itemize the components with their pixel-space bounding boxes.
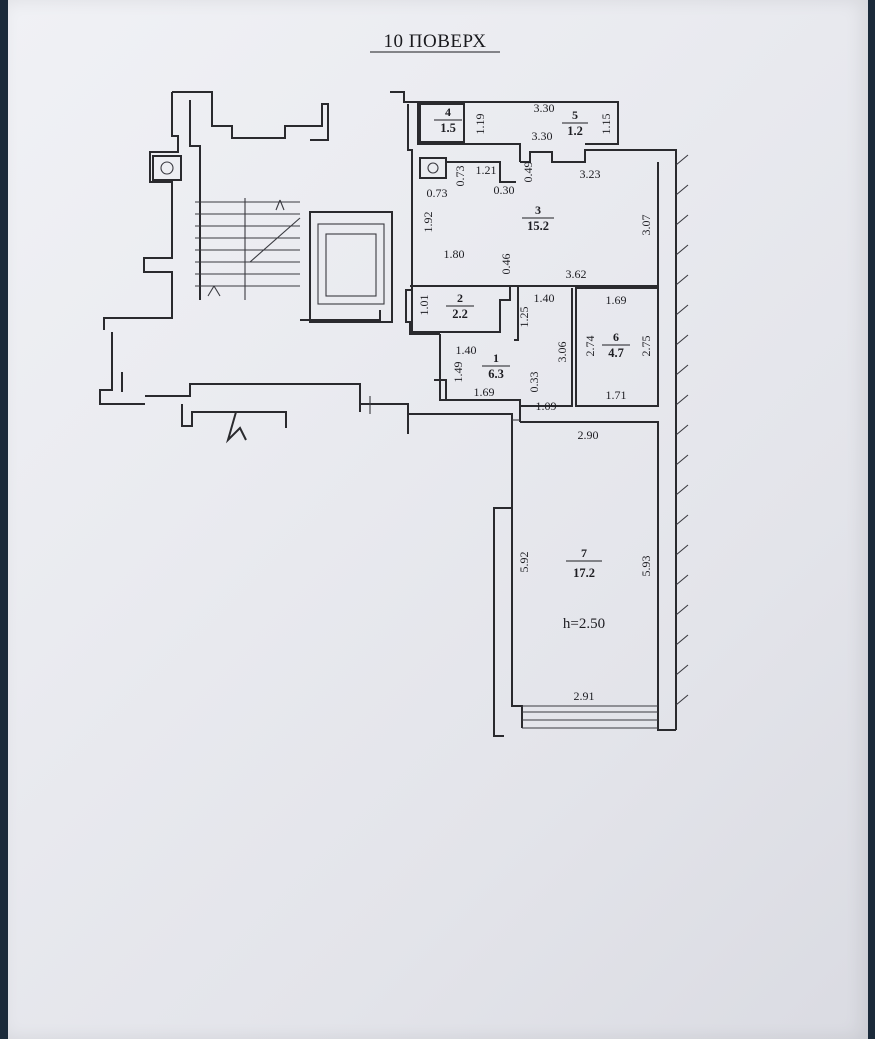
room-7-number: 7: [581, 546, 587, 560]
room-6-number: 6: [613, 330, 619, 344]
room-labels: 4 1.5 5 1.2 3 15.2 2 2.2 1 6.3 6 4.7 7 1…: [434, 105, 630, 632]
page-title: 10 ПОВЕРХ: [384, 31, 487, 52]
dim-1-a: 1.40: [456, 343, 477, 357]
dim-4-right: 1.19: [473, 114, 487, 135]
room-4-area: 1.5: [440, 121, 456, 135]
dim-3-top: 3.23: [580, 167, 601, 181]
dim-1-b: 0.33: [527, 372, 541, 393]
dim-3-e: 0.49: [521, 162, 535, 183]
room-2-area: 2.2: [452, 307, 468, 321]
dim-3-left: 1.92: [421, 212, 435, 233]
room-6-area: 4.7: [608, 346, 624, 360]
dim-3-a: 0.73: [453, 166, 467, 187]
room-6-outline: [575, 287, 659, 407]
dim-1-top: 1.40: [534, 291, 555, 305]
dim-6-right: 2.75: [639, 336, 653, 357]
dim-3-right: 3.07: [639, 215, 653, 236]
room-2-number: 2: [457, 291, 463, 305]
dim-5-bottom: 3.30: [532, 129, 553, 143]
dim-6-top: 1.69: [606, 293, 627, 307]
facade-hatch: [675, 154, 689, 706]
dim-7-bottom: 2.91: [574, 689, 595, 703]
dim-3-d: 0.30: [494, 183, 515, 197]
dim-2-left: 1.01: [417, 295, 431, 316]
room-7-area: 17.2: [573, 566, 595, 580]
staircase: [195, 198, 301, 300]
dim-1-left: 1.49: [451, 362, 465, 383]
dim-7-right: 5.93: [639, 556, 653, 577]
room-5-number: 5: [572, 108, 578, 122]
vent-shaft-right: [419, 157, 447, 179]
dim-6-bottom: 1.71: [606, 388, 627, 402]
dim-7-left: 5.92: [517, 552, 531, 573]
stairwell-walls: [99, 91, 409, 444]
dimension-labels: 3.30 3.30 1.15 1.19 0.73 1.21 0.73 0.30 …: [417, 101, 653, 703]
vent-icon-2: [427, 162, 439, 174]
dim-1-c: 1.09: [536, 399, 557, 413]
dim-5-right: 1.15: [599, 114, 613, 135]
dim-3-g: 0.46: [499, 254, 513, 275]
ceiling-height: h=2.50: [563, 616, 605, 632]
room-4-outline: [419, 103, 465, 143]
vent-icon: [160, 161, 174, 175]
dim-1-bottom: 1.69: [474, 385, 495, 399]
room-4-number: 4: [445, 105, 451, 119]
dim-3-b: 1.21: [476, 163, 497, 177]
dim-1-right: 3.06: [555, 342, 569, 363]
room-3-number: 3: [535, 203, 541, 217]
room-5-area: 1.2: [567, 124, 583, 138]
elevator-shaft: [309, 211, 393, 323]
dim-3-c: 0.73: [427, 186, 448, 200]
apartment-walls: [390, 91, 689, 737]
room-1-area: 6.3: [488, 367, 504, 381]
dim-6-left: 2.74: [583, 336, 597, 357]
elevator-cabin: [317, 223, 385, 305]
dim-2-right: 1.25: [517, 307, 531, 328]
dim-5-top: 3.30: [534, 101, 555, 115]
document-sheet: [8, 0, 868, 1039]
dim-3-f: 1.80: [444, 247, 465, 261]
dim-3-bottom: 3.62: [566, 267, 587, 281]
room-3-area: 15.2: [527, 219, 549, 233]
vent-shaft-left: [152, 155, 182, 181]
room-1-number: 1: [493, 351, 499, 365]
dim-7-top: 2.90: [578, 428, 599, 442]
